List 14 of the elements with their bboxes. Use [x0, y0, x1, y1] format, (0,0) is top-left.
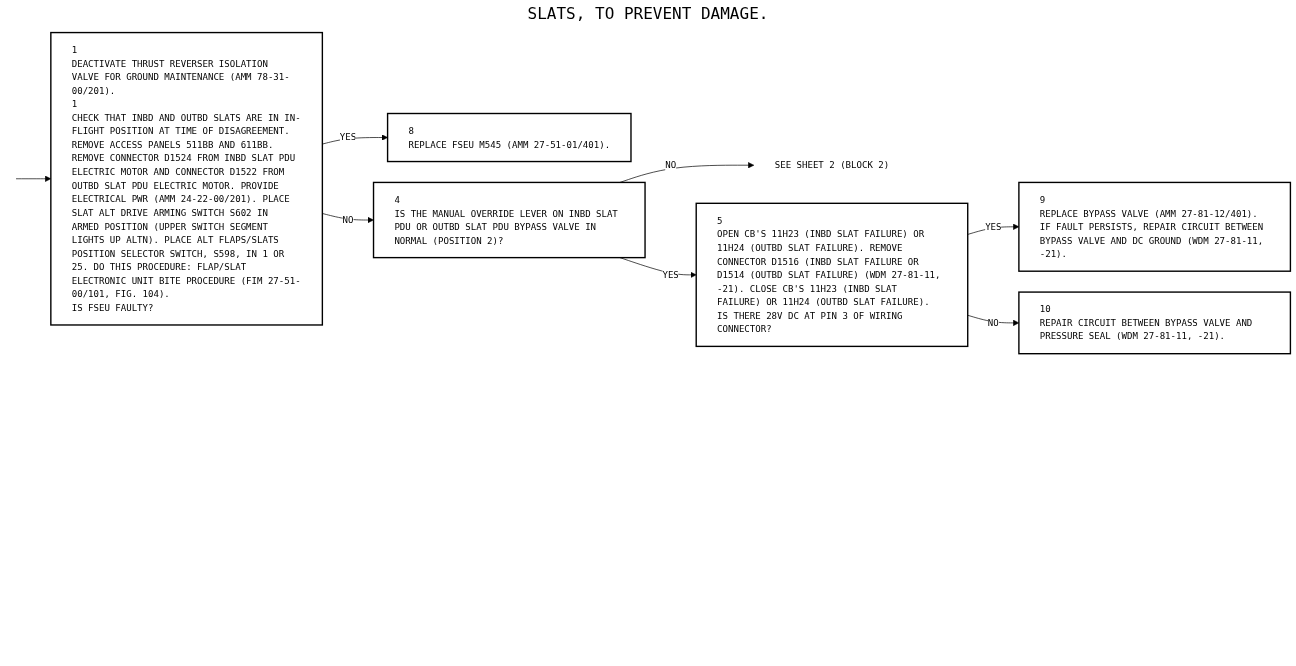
node-text: SEE SHEET 2 (BLOCK 2) [774, 159, 890, 171]
node-box: 10 REPAIR CIRCUIT BETWEEN BYPASS VALVE AND PRESSURE SEAL (WDM 27-81-11, -21). [1018, 291, 1292, 355]
node-box: 4 IS THE MANUAL OVERRIDE LEVER ON INBD SLAT PDU OR OUTBD SLAT PDU BYPASS VALVE IN NORMAL (POSITION 2)? [372, 181, 646, 259]
note-text: SLATS, TO PREVENT DAMAGE. [527, 4, 769, 23]
edge-label: YES [339, 132, 357, 143]
node-box: 1 DEACTIVATE THRUST REVERSER ISOLATION VALVE FOR GROUND MAINTENANCE (AMM 78-31-00/201). 1 CHECK THAT INBD AND OUTBD SLATS ARE IN IN-FLIGHT POSITION AT TIME OF DISAGREEMENT. REMOVE ACCESS PANELS 511BB AND 611BB. REMOVE CONNECTOR D1524 FROM INBD SLAT PDU ELECTRIC MOTOR AND CONNECTOR D1522 FROM OUTBD SLAT PDU ELECTRIC MOTOR. PROVIDE ELECTRICAL PWR (AMM 24-22-00/201). PLACE SLAT ALT DRIVE ARMING SWITCH S602 IN ARMED POSITION (UPPER SWITCH SEGMENT LIGHTS UP ALTN). PLACE ALT FLAPS/SLATS POSITION SELECTOR SWITCH, S598, IN 1 OR 25. DO THIS PROCEDURE: FLAP/SLAT ELECTRONIC UNIT BITE PROCEDURE (FIM 27-51-00/101, FIG. 104). IS FSEU FAULTY? [50, 31, 324, 326]
node-box: 5 OPEN CB'S 11H23 (INBD SLAT FAILURE) OR 11H24 (OUTBD SLAT FAILURE). REMOVE CONNECTOR D1516 (INBD SLAT FAILURE OR D1514 (OUTBD SLAT FAILURE) (WDM 27-81-11, -21). CLOSE CB'S 11H23 (INBD SLAT FAILURE) OR 11H24 (OUTBD SLAT FAILURE). IS THERE 28V DC AT PIN 3 OF WIRING CONNECTOR? [695, 202, 969, 348]
edge-label: NO [665, 159, 677, 171]
edge-label: YES [662, 269, 679, 280]
edge-label: NO [987, 317, 999, 328]
node-box: 8 REPLACE FSEU M545 (AMM 27-51-01/401). [386, 112, 632, 163]
edge-label: NO [342, 214, 354, 226]
node-box: 9 REPLACE BYPASS VALVE (AMM 27-81-12/401). IF FAULT PERSISTS, REPAIR CIRCUIT BETWEEN BYPASS VALVE AND DC GROUND (WDM 27-81-11, -21). [1018, 181, 1292, 272]
edge-label: YES [985, 221, 1002, 232]
